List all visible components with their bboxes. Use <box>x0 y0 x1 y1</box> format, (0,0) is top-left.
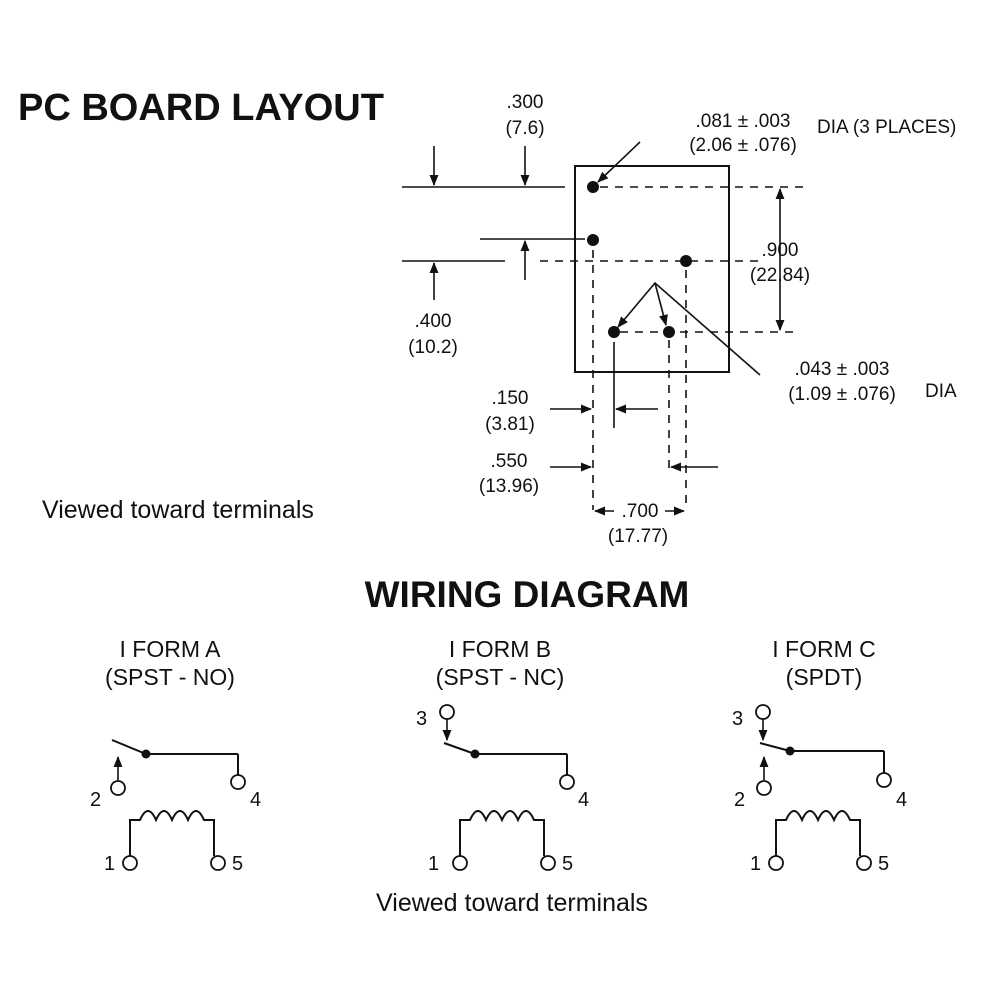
form-c-type: (SPDT) <box>786 664 863 690</box>
form-a-terminal-5 <box>210 855 226 871</box>
form-a-pin-1: 1 <box>104 853 115 875</box>
form-a-pivot <box>141 749 151 759</box>
hole-small-2 <box>663 326 675 338</box>
dim-900: .900 <box>762 240 799 261</box>
relay-outline <box>574 165 730 373</box>
dim-043-note: DIA <box>925 381 957 402</box>
form-b-diagram: I FORM B (SPST - NC) 3 4 1 5 <box>416 636 589 875</box>
form-c-terminal-4 <box>876 772 892 788</box>
form-a-type: (SPST - NO) <box>105 664 235 690</box>
leader-043-a <box>617 281 761 376</box>
leader-043-b <box>654 282 668 327</box>
form-c-terminal-5 <box>856 855 872 871</box>
dim-900-mm: (22.84) <box>750 265 810 286</box>
dim-550-mm: (13.96) <box>479 476 539 497</box>
hole-large-1 <box>587 181 599 193</box>
form-b-coil <box>459 810 545 856</box>
dim-043-mm: (1.09 ± .076) <box>788 384 896 405</box>
form-c-coil <box>775 810 861 856</box>
form-c-switch-arm <box>759 742 791 752</box>
dim-150-mm: (3.81) <box>485 414 535 435</box>
dim-043: .043 ± .003 <box>795 359 890 380</box>
form-b-name: I FORM B <box>449 636 551 662</box>
form-b-pin-5: 5 <box>562 853 573 875</box>
pc-board-layout: PC BOARD LAYOUT <box>18 87 957 547</box>
form-a-terminal-1 <box>122 855 138 871</box>
dim-400-mm: (10.2) <box>408 337 458 358</box>
form-b-terminal-3 <box>439 704 455 720</box>
wiring-title: WIRING DIAGRAM <box>365 574 690 615</box>
dim-300: .300 <box>507 92 544 113</box>
form-a-diagram: I FORM A (SPST - NO) 2 4 1 5 <box>90 636 261 875</box>
form-b-pin-3: 3 <box>416 708 427 730</box>
form-a-coil <box>129 810 215 856</box>
pcb-title: PC BOARD LAYOUT <box>18 87 384 129</box>
dim-700-mm: (17.77) <box>608 526 668 547</box>
wiring-diagram: WIRING DIAGRAM I FORM A (SPST - NO) 2 4 … <box>90 574 907 917</box>
form-a-pin-5: 5 <box>232 853 243 875</box>
form-a-switch-arm <box>111 739 147 755</box>
hole-small-1 <box>587 234 599 246</box>
form-b-pin-1: 1 <box>428 853 439 875</box>
form-c-pin-1: 1 <box>750 853 761 875</box>
form-c-pin-4: 4 <box>896 789 907 811</box>
pcb-view-note: Viewed toward terminals <box>42 496 314 524</box>
dim-081-mm: (2.06 ± .076) <box>689 135 797 156</box>
wiring-view-note: Viewed toward terminals <box>376 889 648 917</box>
form-a-pin-2: 2 <box>90 789 101 811</box>
form-c-terminal-3 <box>755 704 771 720</box>
dim-081-note: DIA (3 PLACES) <box>817 117 956 138</box>
form-b-terminal-5 <box>540 855 556 871</box>
form-a-terminal-2 <box>110 780 126 796</box>
form-a-name: I FORM A <box>120 636 222 662</box>
dim-400: .400 <box>415 311 452 332</box>
hole-large-3 <box>608 326 620 338</box>
form-c-pin-3: 3 <box>732 708 743 730</box>
form-c-diagram: I FORM C (SPDT) 3 2 4 1 5 <box>732 636 907 875</box>
form-c-terminal-2 <box>756 780 772 796</box>
form-b-terminal-1 <box>452 855 468 871</box>
hole-large-2 <box>680 255 692 267</box>
dim-081: .081 ± .003 <box>696 111 791 132</box>
form-b-pin-4: 4 <box>578 789 589 811</box>
form-c-pin-2: 2 <box>734 789 745 811</box>
form-b-type: (SPST - NC) <box>436 664 565 690</box>
dim-700: .700 <box>622 501 659 522</box>
form-c-pin-5: 5 <box>878 853 889 875</box>
form-b-terminal-4 <box>559 774 575 790</box>
leader-081 <box>597 141 641 183</box>
dim-150: .150 <box>492 388 529 409</box>
dim-550: .550 <box>491 451 528 472</box>
form-a-terminal-4 <box>230 774 246 790</box>
form-c-name: I FORM C <box>772 636 876 662</box>
form-c-terminal-1 <box>768 855 784 871</box>
form-b-switch-arm <box>443 742 476 755</box>
form-a-pin-4: 4 <box>250 789 261 811</box>
dim-300-mm: (7.6) <box>505 118 544 139</box>
